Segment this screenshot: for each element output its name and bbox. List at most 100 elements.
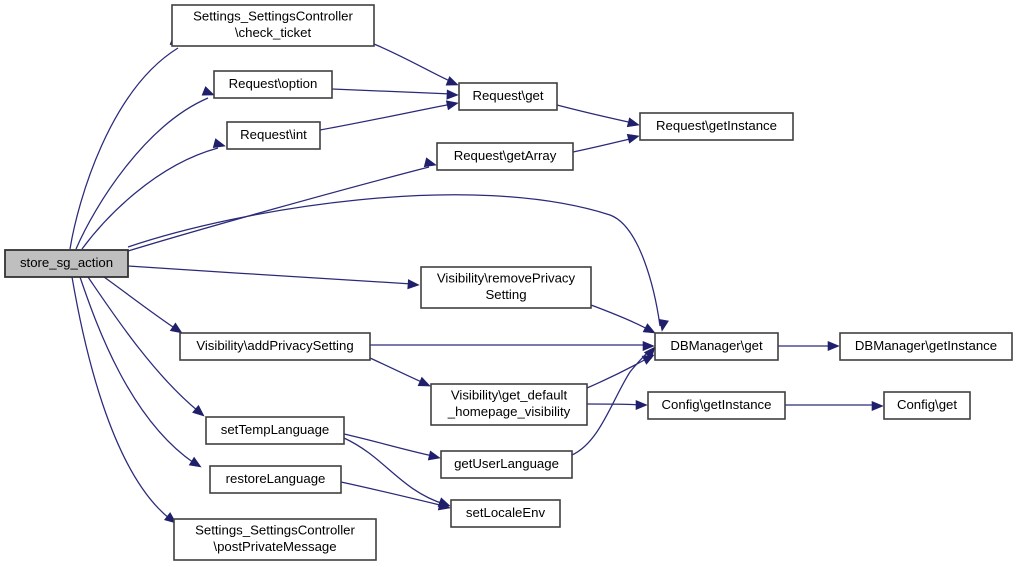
node-box[interactable] <box>654 332 779 361</box>
node-box[interactable] <box>440 450 573 479</box>
node-box[interactable] <box>179 332 371 361</box>
node-store_sg_action[interactable]: store_sg_action <box>4 249 129 278</box>
edge-line <box>343 433 434 457</box>
node-label: Request\int <box>240 127 307 142</box>
edge-settings_check_ticket-to-request_get <box>373 43 459 86</box>
edge-store_sg_action-to-settings_postprivatemessage <box>71 276 177 524</box>
edge-store_sg_action-to-request_getarray <box>127 157 437 252</box>
edge-store_sg_action-to-dbmanager_get <box>127 194 669 332</box>
node-box[interactable] <box>430 383 588 426</box>
edge-request_option-to-request_get <box>331 88 459 100</box>
node-box[interactable] <box>171 4 375 47</box>
edge-line <box>69 47 179 250</box>
arrow-head-icon <box>427 450 441 461</box>
arrow-head-icon <box>871 400 884 412</box>
arrow-head-icon <box>626 133 640 144</box>
node-config_get[interactable]: Config\get <box>883 391 971 420</box>
arrow-head-icon <box>188 456 202 468</box>
edge-line <box>572 137 635 153</box>
edge-line <box>81 147 219 250</box>
arrow-head-icon <box>201 86 215 96</box>
edge-line <box>369 357 425 384</box>
node-settemplanguage[interactable]: setTempLanguage <box>205 416 345 445</box>
arrow-head-icon <box>827 340 840 352</box>
arrow-head-icon <box>445 100 459 111</box>
arrow-head-icon <box>446 89 459 100</box>
node-box[interactable] <box>420 266 592 309</box>
node-box[interactable] <box>4 249 129 278</box>
node-label: DBManager\getInstance <box>855 338 997 353</box>
node-label: Request\getInstance <box>656 118 777 133</box>
edge-line <box>319 103 453 131</box>
edge-request_getarray-to-request_getinstance <box>572 133 640 153</box>
node-label: Request\get <box>472 88 543 103</box>
node-label: Setting <box>485 287 526 302</box>
edge-line <box>127 166 430 252</box>
node-box[interactable] <box>213 70 333 99</box>
node-label: Config\get <box>897 397 957 412</box>
edge-store_sg_action-to-request_int <box>81 138 226 250</box>
node-label: store_sg_action <box>20 255 113 270</box>
node-restorelanguage[interactable]: restoreLanguage <box>209 465 342 494</box>
edge-line <box>79 276 195 464</box>
edge-line <box>556 104 634 124</box>
node-box[interactable] <box>226 121 321 150</box>
edge-store_sg_action-to-visibility_removeprivacysetting <box>127 265 420 290</box>
node-visibility_get_default_homepage_visibility[interactable]: Visibility\get_default_homepage_visibili… <box>430 383 588 426</box>
node-box[interactable] <box>883 391 971 420</box>
node-box[interactable] <box>436 142 574 171</box>
edge-config_getinstance-to-config_get <box>785 400 884 412</box>
arrow-head-icon <box>407 279 420 290</box>
node-box[interactable] <box>639 112 794 141</box>
arrow-head-icon <box>212 138 226 148</box>
edge-line <box>71 276 171 520</box>
node-box[interactable] <box>209 465 342 494</box>
arrow-head-icon <box>169 322 183 334</box>
edge-request_get-to-request_getinstance <box>556 104 640 128</box>
node-label: Settings_SettingsController <box>195 523 355 538</box>
node-visibility_addprivacysetting[interactable]: Visibility\addPrivacySetting <box>179 332 371 361</box>
arrow-head-icon <box>635 399 648 411</box>
node-label: restoreLanguage <box>226 471 326 486</box>
node-label: \postPrivateMessage <box>213 539 336 554</box>
edge-line <box>590 304 650 331</box>
node-request_getarray[interactable]: Request\getArray <box>436 142 574 171</box>
node-label: getUserLanguage <box>454 456 559 471</box>
edge-line <box>586 357 649 389</box>
node-request_option[interactable]: Request\option <box>213 70 333 99</box>
edge-visibility_addprivacysetting-to-visibility_get_default_homepage_visibility <box>369 357 431 387</box>
node-setlocaleenv[interactable]: setLocaleEnv <box>450 499 561 528</box>
edge-line <box>571 349 651 456</box>
node-label: \check_ticket <box>235 25 312 40</box>
node-request_int[interactable]: Request\int <box>226 121 321 150</box>
edge-visibility_removeprivacysetting-to-dbmanager_get <box>590 304 656 334</box>
arrow-head-icon <box>423 157 437 168</box>
node-box[interactable] <box>205 416 345 445</box>
edge-restorelanguage-to-setlocaleenv <box>340 481 451 511</box>
node-box[interactable] <box>173 518 377 561</box>
node-box[interactable] <box>839 332 1013 361</box>
node-dbmanager_get[interactable]: DBManager\get <box>654 332 779 361</box>
nodes-layer: store_sg_actionSettings_SettingsControll… <box>4 4 1013 561</box>
node-box[interactable] <box>458 82 558 111</box>
edge-store_sg_action-to-visibility_addprivacysetting <box>103 276 183 334</box>
arrow-head-icon <box>417 376 431 387</box>
edge-visibility_get_default_homepage_visibility-to-config_getinstance <box>586 399 648 411</box>
node-config_getinstance[interactable]: Config\getInstance <box>647 391 786 420</box>
node-settings_check_ticket[interactable]: Settings_SettingsController\check_ticket <box>171 4 375 47</box>
edge-line <box>127 194 661 327</box>
node-request_getinstance[interactable]: Request\getInstance <box>639 112 794 141</box>
edge-store_sg_action-to-request_option <box>75 86 215 250</box>
node-request_get[interactable]: Request\get <box>458 82 558 111</box>
node-settings_postprivatemessage[interactable]: Settings_SettingsController\postPrivateM… <box>173 518 377 561</box>
node-box[interactable] <box>450 499 561 528</box>
node-getuserlanguage[interactable]: getUserLanguage <box>440 450 573 479</box>
node-dbmanager_getinstance[interactable]: DBManager\getInstance <box>839 332 1013 361</box>
edge-settemplanguage-to-setlocaleenv <box>343 437 451 507</box>
node-label: setLocaleEnv <box>466 505 546 520</box>
edge-line <box>127 265 413 285</box>
node-box[interactable] <box>647 391 786 420</box>
node-label: Request\option <box>229 76 318 91</box>
